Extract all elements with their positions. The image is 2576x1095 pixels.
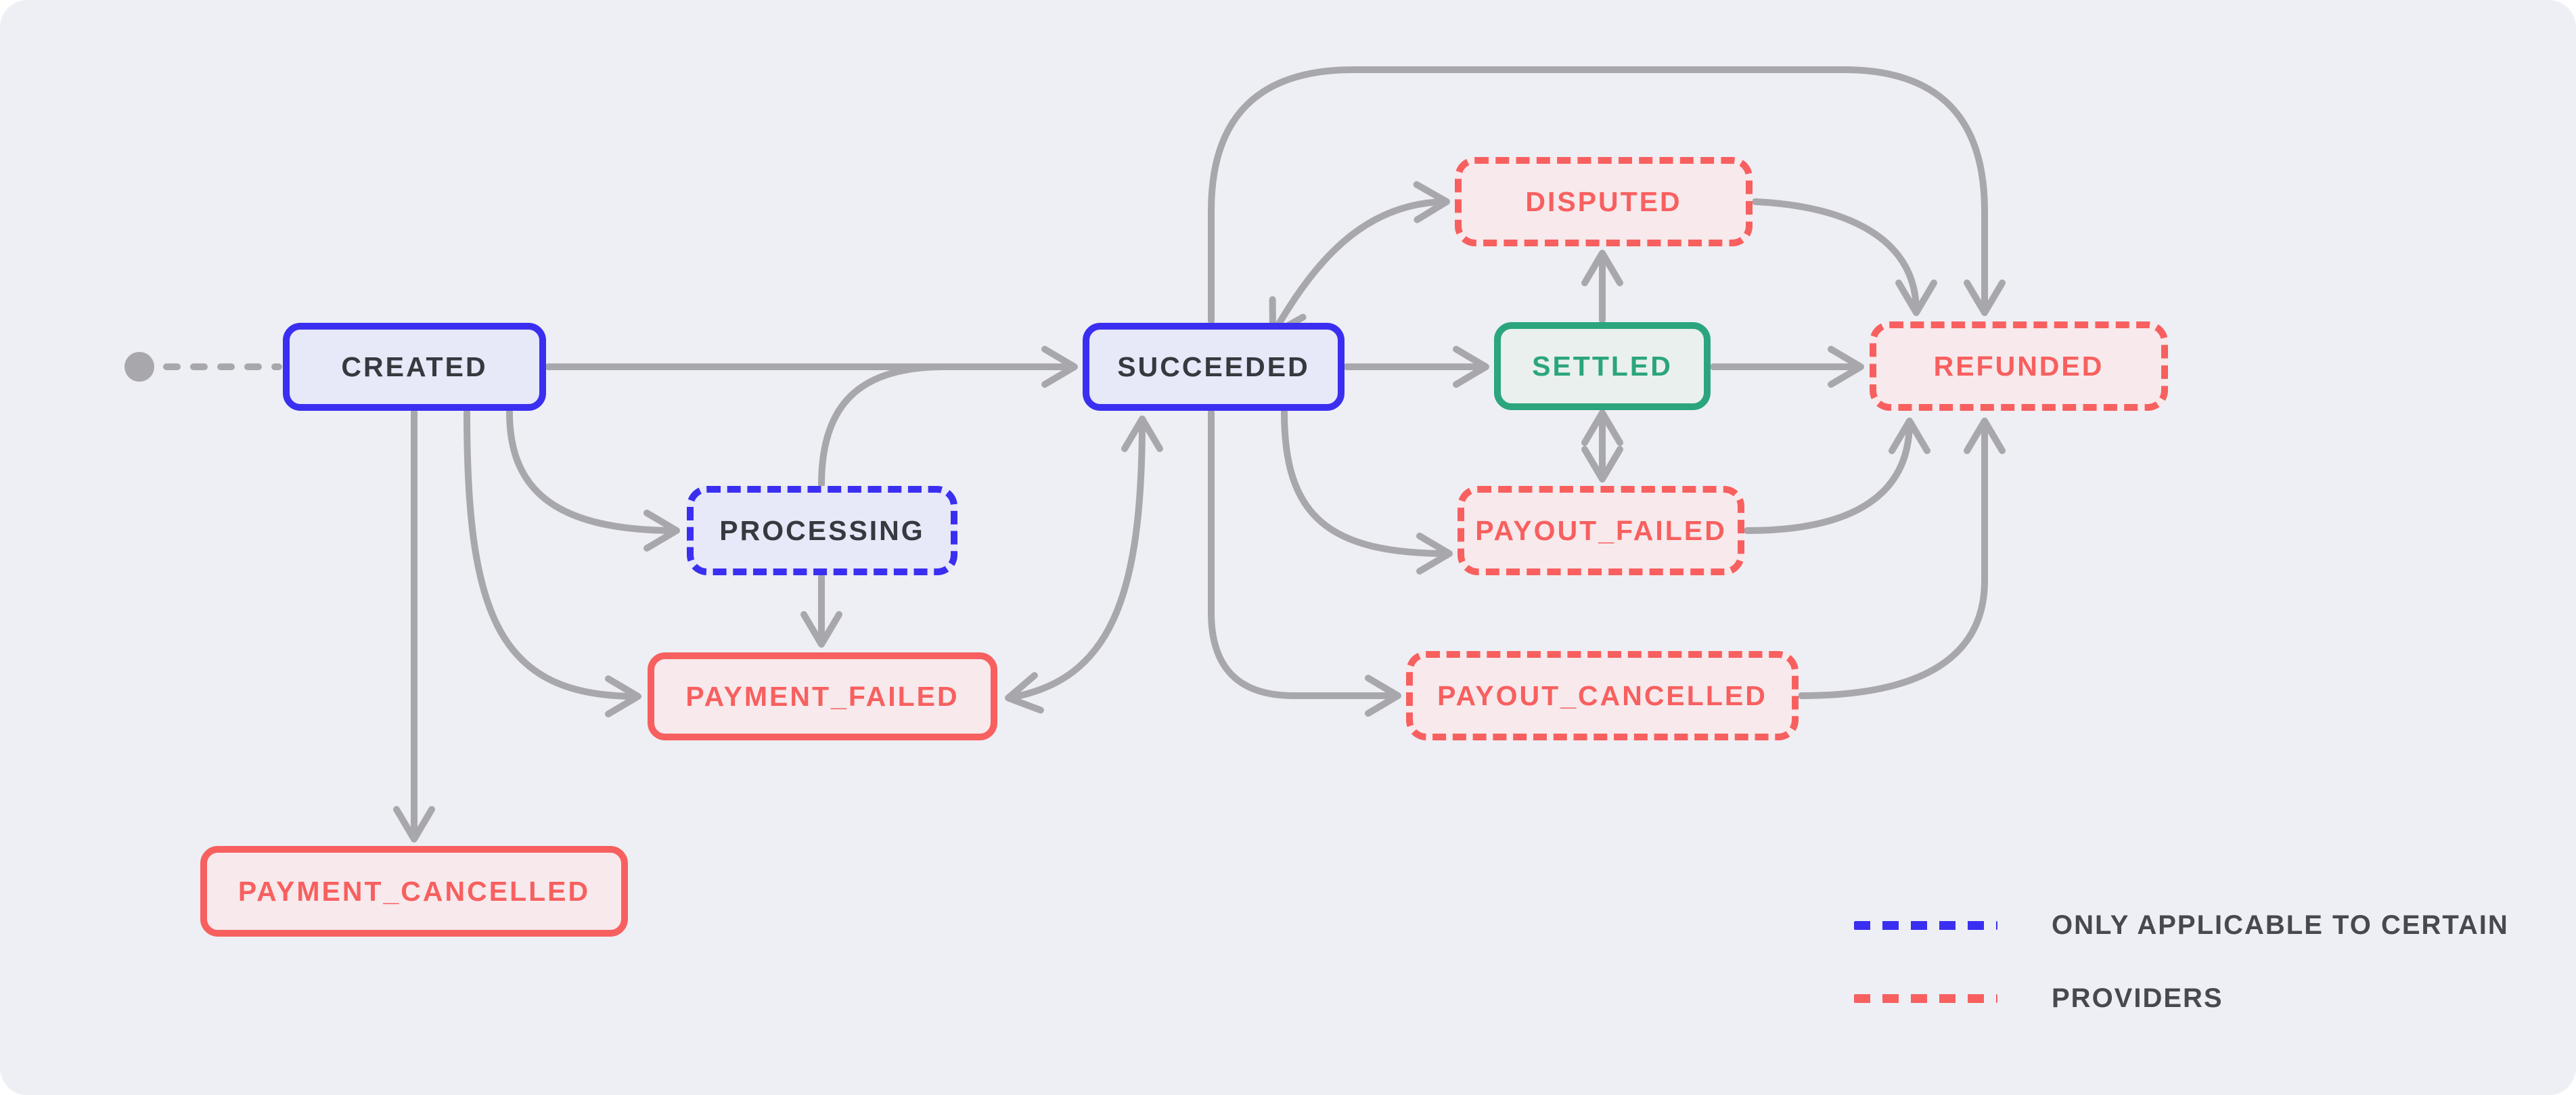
node-payment-cancelled-label: PAYMENT_CANCELLED xyxy=(238,875,591,907)
node-disputed: DISPUTED xyxy=(1455,157,1753,246)
edge-payout-cancelled-refunded xyxy=(1798,418,2006,699)
start-dot xyxy=(125,352,154,382)
legend-blue-dashed-line xyxy=(1854,920,1997,930)
node-payout-cancelled: PAYOUT_CANCELLED xyxy=(1406,651,1799,740)
node-created: CREATED xyxy=(283,323,546,411)
edge-processing-succeeded xyxy=(818,363,945,488)
edge-succeeded-refunded xyxy=(1208,66,2006,324)
edge-succeeded-payment-failed xyxy=(1005,416,1163,714)
node-created-label: CREATED xyxy=(341,351,488,382)
edge-disputed-refunded xyxy=(1752,198,1937,316)
legend-row-blue: ONLY APPLICABLE TO CERTAIN xyxy=(1854,910,2509,941)
legend-red-dashed-line xyxy=(1854,993,1997,1003)
edge-payout-failed-refunded xyxy=(1744,418,1930,534)
node-succeeded: SUCCEEDED xyxy=(1083,323,1345,411)
legend: ONLY APPLICABLE TO CERTAIN PROVIDERS xyxy=(1854,910,2509,1014)
edge-created-processing xyxy=(506,409,680,552)
node-processing-label: PROCESSING xyxy=(719,514,925,546)
node-refunded-label: REFUNDED xyxy=(1933,350,2104,382)
legend-label-line2: PROVIDERS xyxy=(2052,983,2223,1013)
node-settled: SETTLED xyxy=(1494,322,1711,410)
edge-succeeded-disputed xyxy=(1269,181,1450,338)
node-payout-failed-label: PAYOUT_FAILED xyxy=(1475,514,1727,546)
node-payout-failed: PAYOUT_FAILED xyxy=(1458,486,1744,575)
node-payment-cancelled: PAYMENT_CANCELLED xyxy=(200,846,628,937)
node-payment-failed-label: PAYMENT_FAILED xyxy=(685,680,959,712)
edge-succeeded-payout-cancelled xyxy=(1208,409,1401,717)
node-disputed-label: DISPUTED xyxy=(1525,185,1682,217)
node-refunded: REFUNDED xyxy=(1870,321,2168,411)
node-settled-label: SETTLED xyxy=(1532,350,1673,382)
node-payment-failed: PAYMENT_FAILED xyxy=(648,652,997,740)
legend-label-line1: ONLY APPLICABLE TO CERTAIN xyxy=(2052,910,2509,940)
node-succeeded-label: SUCCEEDED xyxy=(1117,351,1310,382)
node-processing: PROCESSING xyxy=(687,486,957,575)
edge-created-payment-failed xyxy=(464,409,641,717)
node-payout-cancelled-label: PAYOUT_CANCELLED xyxy=(1437,679,1767,711)
legend-row-red: PROVIDERS xyxy=(1854,983,2509,1014)
edge-succeeded-payout-failed xyxy=(1281,409,1453,575)
